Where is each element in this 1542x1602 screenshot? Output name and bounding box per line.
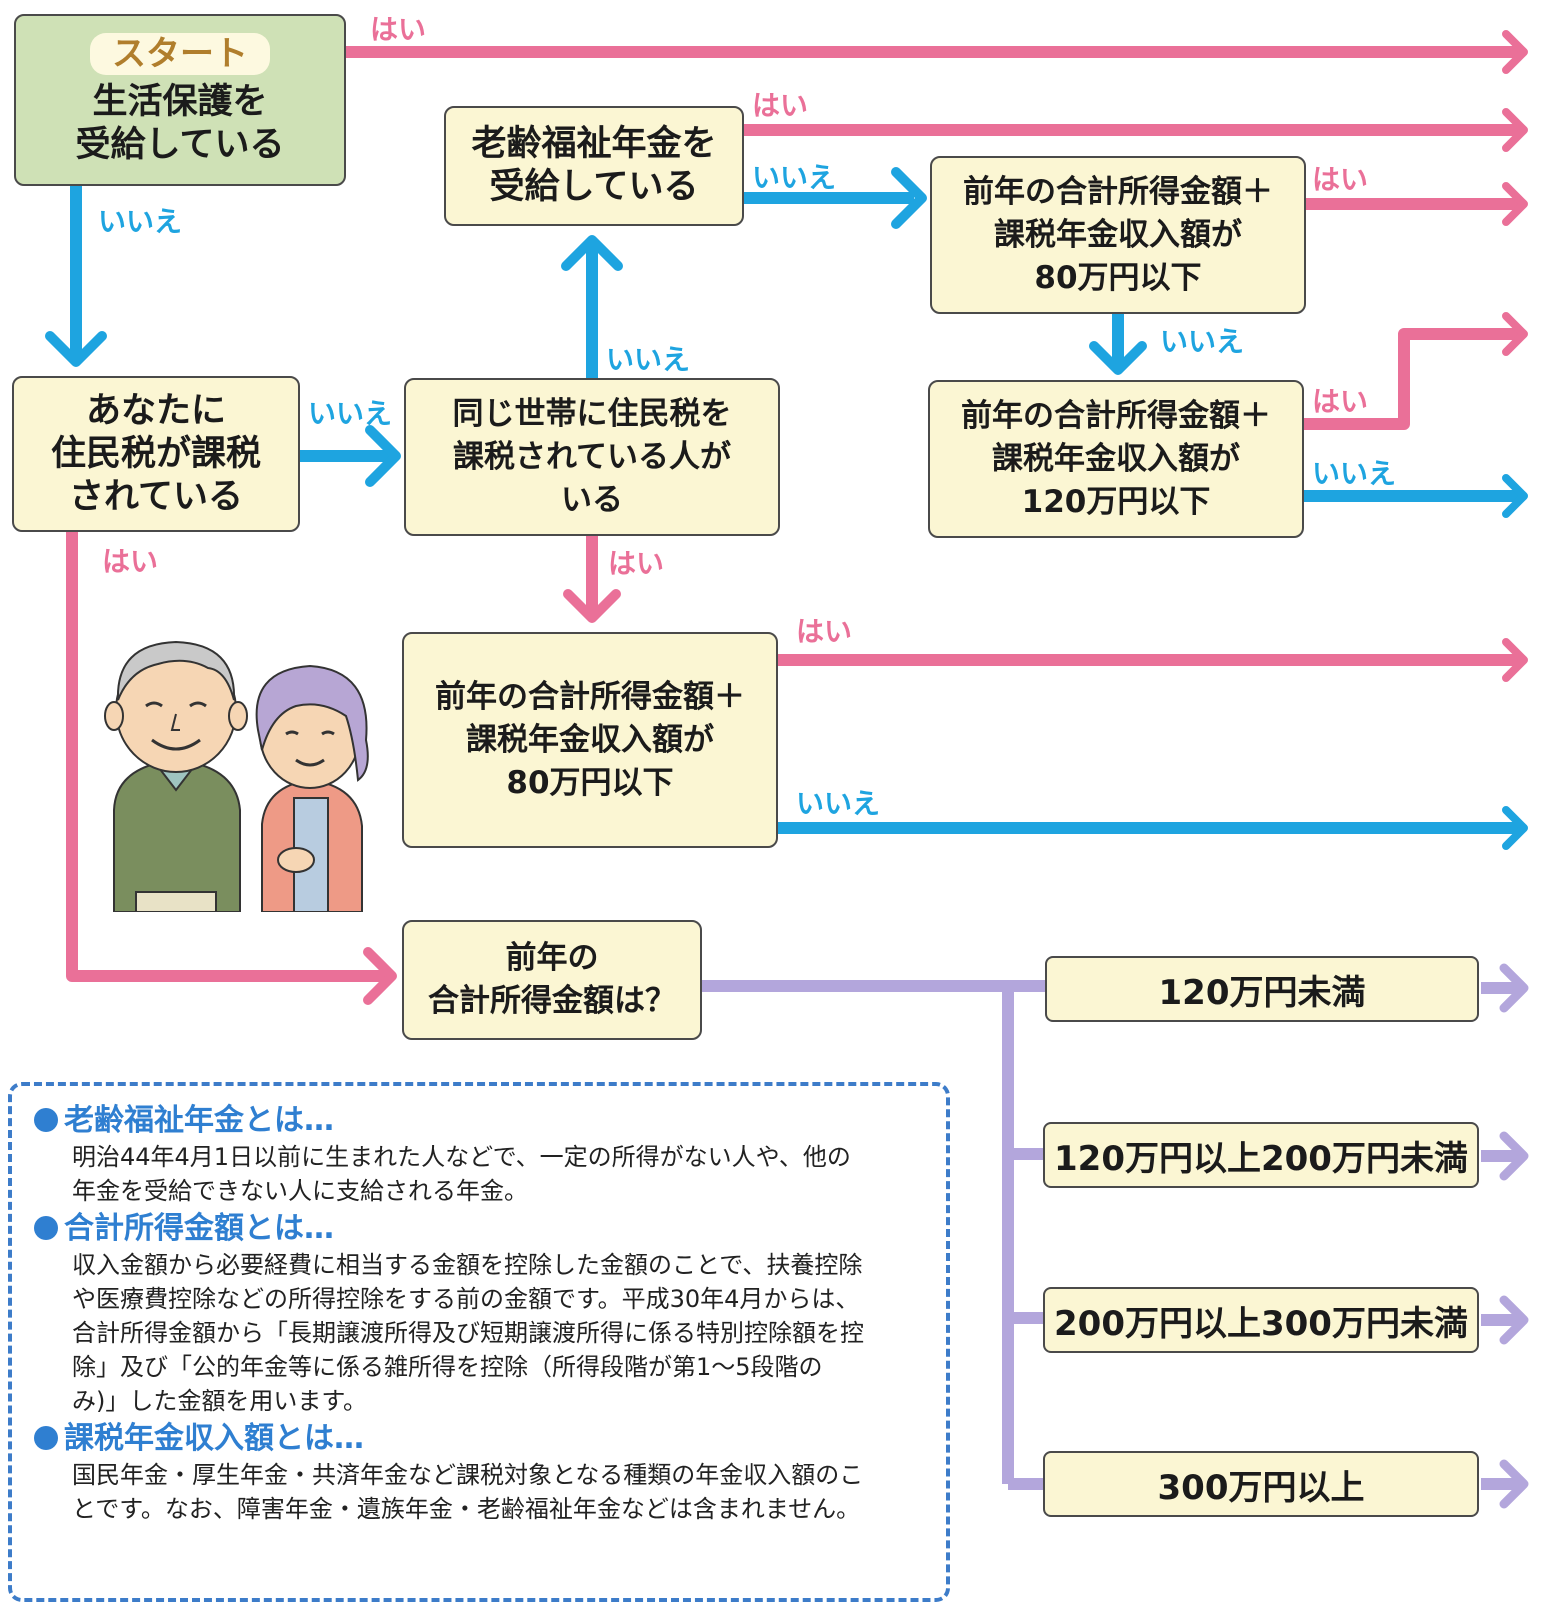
label-yes-household: はい <box>608 547 665 580</box>
household-taxed-line-2: 課税されている人が <box>452 438 732 475</box>
bracket-under-120: 120万円未満 <box>1045 956 1479 1022</box>
glossary-notes: 老齢福祉年金とは… 明治44年4月1日以前に生まれた人などで、一定の所得がない人… <box>8 1082 950 1602</box>
income-80-upper-line-1: 前年の合計所得金額＋ <box>963 173 1273 210</box>
label-no-start: いいえ <box>98 205 183 238</box>
note-heading-text: 合計所得金額とは… <box>64 1211 334 1246</box>
note-line: や医療費控除などの所得控除をする前の金額です。平成30年4月からは、 <box>72 1285 860 1313</box>
arrow-income80l-no-head <box>1502 806 1528 850</box>
income-80-lower-line-1: 前年の合計所得金額＋ <box>435 678 745 715</box>
taxed-self-line-2: 住民税が課税 <box>50 433 261 474</box>
arrow-bracket-4-out-head <box>1499 1459 1529 1509</box>
income-80-upper-line-2: 課税年金収入額が <box>994 216 1242 253</box>
taxed-self-node: あなたに 住民税が課税 されている <box>12 376 300 532</box>
household-taxed-line-1: 同じ世帯に住民税を <box>452 395 732 432</box>
label-no-household-up: いいえ <box>606 343 691 376</box>
note-heading-text: 課税年金収入額とは… <box>64 1421 364 1456</box>
arrow-bracket-2-out-head <box>1499 1131 1529 1181</box>
arrow-income80l-yes-head <box>1502 638 1528 682</box>
bullet-dot-icon <box>34 1216 58 1240</box>
elderly-couple-illustration <box>104 640 369 912</box>
income-120-line-2: 課税年金収入額が <box>992 440 1240 477</box>
household-taxed-line-3: いる <box>561 481 623 518</box>
arrow-taxed-no-head <box>365 425 401 487</box>
income-120-node: 前年の合計所得金額＋ 課税年金収入額が 120万円以下 <box>928 380 1304 538</box>
bullet-dot-icon <box>34 1426 58 1450</box>
arrow-household-no-head <box>561 235 623 271</box>
label-yes-income-80-lower: はい <box>796 615 853 648</box>
bracket-120-200: 120万円以上200万円未満 <box>1043 1122 1479 1188</box>
start-node: スタート 生活保護を 受給している <box>14 14 346 186</box>
arrow-bracket-3-out-head <box>1499 1295 1529 1345</box>
household-taxed-node: 同じ世帯に住民税を 課税されている人が いる <box>404 378 780 536</box>
note-body-taxable-pension: 国民年金・厚生年金・共済年金など課税対象となる種類の年金収入額のこ とです。なお… <box>36 1458 936 1526</box>
label-yes-welfare: はい <box>752 89 809 122</box>
start-line-1: 生活保護を <box>92 82 268 122</box>
label-yes-taxed-self: はい <box>102 545 159 578</box>
welfare-pension-line-1: 老齢福祉年金を <box>471 124 717 164</box>
note-body-welfare-pension: 明治44年4月1日以前に生まれた人などで、一定の所得がない人や、他の 年金を受給… <box>36 1140 936 1208</box>
arrow-household-yes-head <box>563 589 621 623</box>
bracket-300-plus: 300万円以上 <box>1043 1451 1479 1517</box>
bracket-200-300: 200万円以上300万円未満 <box>1043 1287 1479 1353</box>
income-80-lower-line-3: 80万円以下 <box>506 764 674 801</box>
arrow-taxed-yes-head <box>363 947 397 1005</box>
start-badge: スタート <box>90 33 270 75</box>
note-line: み)」した金額を用います。 <box>72 1387 367 1415</box>
note-heading-total-income: 合計所得金額とは… <box>34 1210 936 1248</box>
income-80-lower-node: 前年の合計所得金額＋ 課税年金収入額が 80万円以下 <box>402 632 778 848</box>
income-80-lower-line-2: 課税年金収入額が <box>466 721 714 758</box>
arrow-income120-no-head <box>1502 474 1528 518</box>
arrow-start-yes-head <box>1502 30 1528 74</box>
arrow-start-no-head <box>45 331 107 367</box>
income-120-line-3: 120万円以下 <box>1021 483 1211 520</box>
label-no-income-120: いいえ <box>1312 457 1397 490</box>
arrow-income80u-no-head <box>1089 341 1147 375</box>
note-line: 除」及び「公的年金等に係る雑所得を控除（所得段階が第1～5段階の <box>72 1353 823 1381</box>
bullet-dot-icon <box>34 1108 58 1132</box>
label-no-income-80-upper: いいえ <box>1160 325 1245 358</box>
income-80-upper-node: 前年の合計所得金額＋ 課税年金収入額が 80万円以下 <box>930 156 1306 314</box>
arrow-income120-yes <box>1304 328 1522 430</box>
label-no-income-80-lower: いいえ <box>796 787 881 820</box>
total-income-line-1: 前年の <box>505 940 599 976</box>
start-line-2: 受給している <box>75 125 285 165</box>
welfare-pension-node: 老齢福祉年金を 受給している <box>444 106 744 226</box>
note-line: 国民年金・厚生年金・共済年金など課税対象となる種類の年金収入額のこ <box>72 1461 864 1489</box>
taxed-self-line-1: あなたに <box>85 390 226 431</box>
arrow-taxed-yes <box>66 532 388 982</box>
label-yes-start: はい <box>370 13 427 46</box>
note-heading-welfare-pension: 老齢福祉年金とは… <box>34 1102 936 1140</box>
note-heading-text: 老齢福祉年金とは… <box>64 1103 334 1138</box>
arrow-welfare-yes-head <box>1502 108 1528 152</box>
arrow-welfare-no-head <box>891 167 927 229</box>
note-heading-taxable-pension: 課税年金収入額とは… <box>34 1420 936 1458</box>
welfare-pension-line-2: 受給している <box>489 167 699 207</box>
note-line: 収入金額から必要経費に相当する金額を控除した金額のことで、扶養控除 <box>72 1251 863 1279</box>
income-120-line-1: 前年の合計所得金額＋ <box>961 397 1271 434</box>
label-yes-income-80-upper: はい <box>1312 163 1369 196</box>
taxed-self-line-3: されている <box>69 476 243 517</box>
note-line: 合計所得金額から「長期譲渡所得及び短期譲渡所得に係る特別控除額を控 <box>72 1319 864 1347</box>
note-body-total-income: 収入金額から必要経費に相当する金額を控除した金額のことで、扶養控除 や医療費控除… <box>36 1248 936 1418</box>
total-income-line-2: 合計所得金額は？ <box>428 983 676 1019</box>
label-no-taxed-self: いいえ <box>308 397 393 430</box>
label-no-welfare: いいえ <box>752 161 837 194</box>
income-80-upper-line-3: 80万円以下 <box>1034 259 1202 296</box>
note-line: 明治44年4月1日以前に生まれた人などで、一定の所得がない人や、他の <box>72 1143 851 1171</box>
arrow-income80u-yes-head <box>1502 182 1528 226</box>
note-line: とです。なお、障害年金・遺族年金・老齢福祉年金などは含まれません。 <box>72 1495 861 1523</box>
arrow-income120-yes-head <box>1502 312 1528 356</box>
total-income-node: 前年の 合計所得金額は？ <box>402 920 702 1040</box>
label-yes-income-120: はい <box>1312 385 1369 418</box>
note-line: 年金を受給できない人に支給される年金。 <box>72 1177 528 1205</box>
arrow-bracket-1-out-head <box>1499 963 1529 1013</box>
